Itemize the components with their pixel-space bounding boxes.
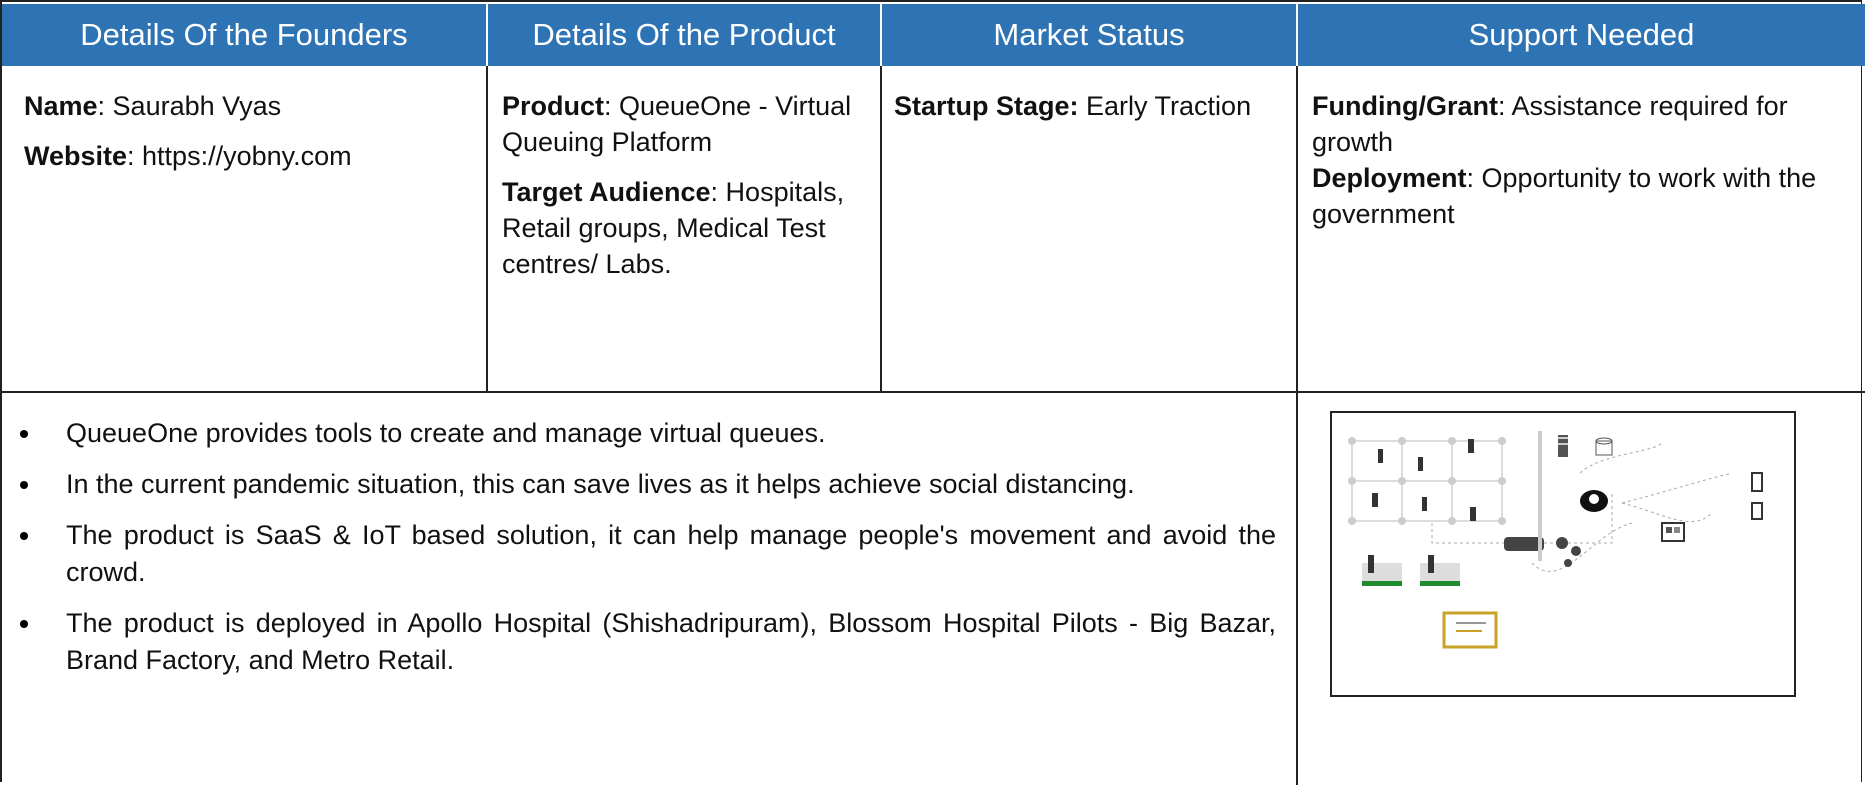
description-section: QueueOne provides tools to create and ma… bbox=[2, 393, 1298, 785]
connection-lines bbox=[1431, 442, 1733, 572]
gateway-icon bbox=[1504, 537, 1544, 551]
founder-website: Website: https://yobny.com bbox=[24, 141, 352, 171]
bullet-item: The product is SaaS & IoT based solution… bbox=[2, 517, 1276, 591]
bullet-icon bbox=[20, 532, 28, 540]
bullet-icon bbox=[20, 481, 28, 489]
product-audience: Target Audience: Hospitals, Retail group… bbox=[502, 177, 845, 279]
kiosk-icon bbox=[1362, 555, 1460, 586]
product-cell: Product: QueueOne - Virtual Queuing Plat… bbox=[488, 66, 882, 393]
person-icon bbox=[1372, 439, 1476, 521]
product-name: Product: QueueOne - Virtual Queuing Plat… bbox=[502, 91, 852, 157]
bullet-item: In the current pandemic situation, this … bbox=[2, 466, 1276, 503]
gear-icon bbox=[1556, 537, 1581, 567]
system-diagram-image bbox=[1330, 411, 1796, 697]
dashboard-icon bbox=[1661, 522, 1685, 542]
header-product: Details Of the Product bbox=[488, 4, 882, 66]
monitor-icon bbox=[1442, 611, 1498, 649]
database-icon bbox=[1595, 437, 1613, 456]
support-funding: Funding/Grant: Assistance required for g… bbox=[1312, 91, 1788, 157]
divider-bar bbox=[1538, 431, 1542, 561]
bullet-list: QueueOne provides tools to create and ma… bbox=[2, 415, 1296, 679]
market-cell: Startup Stage: Early Traction bbox=[882, 66, 1298, 393]
header-market-status: Market Status bbox=[882, 4, 1298, 66]
bullet-item: The product is deployed in Apollo Hospit… bbox=[2, 605, 1276, 679]
bullet-icon bbox=[20, 430, 28, 438]
founders-cell: Name: Saurabh Vyas Website: https://yobn… bbox=[2, 66, 488, 393]
header-support-needed: Support Needed bbox=[1298, 4, 1865, 66]
grid-nodes bbox=[1348, 437, 1506, 525]
startup-stage: Startup Stage: Early Traction bbox=[894, 91, 1252, 121]
bullet-icon bbox=[20, 620, 28, 628]
phone-icon bbox=[1751, 472, 1763, 520]
header-founders: Details Of the Founders bbox=[2, 4, 488, 66]
bullet-item: QueueOne provides tools to create and ma… bbox=[2, 415, 1276, 452]
diagram-svg bbox=[1348, 431, 1763, 649]
founder-name: Name: Saurabh Vyas bbox=[24, 91, 282, 121]
server-icon bbox=[1558, 435, 1568, 457]
support-deployment: Deployment: Opportunity to work with the… bbox=[1312, 163, 1817, 229]
cloud-icon bbox=[1580, 490, 1608, 512]
support-cell: Funding/Grant: Assistance required for g… bbox=[1298, 66, 1865, 393]
